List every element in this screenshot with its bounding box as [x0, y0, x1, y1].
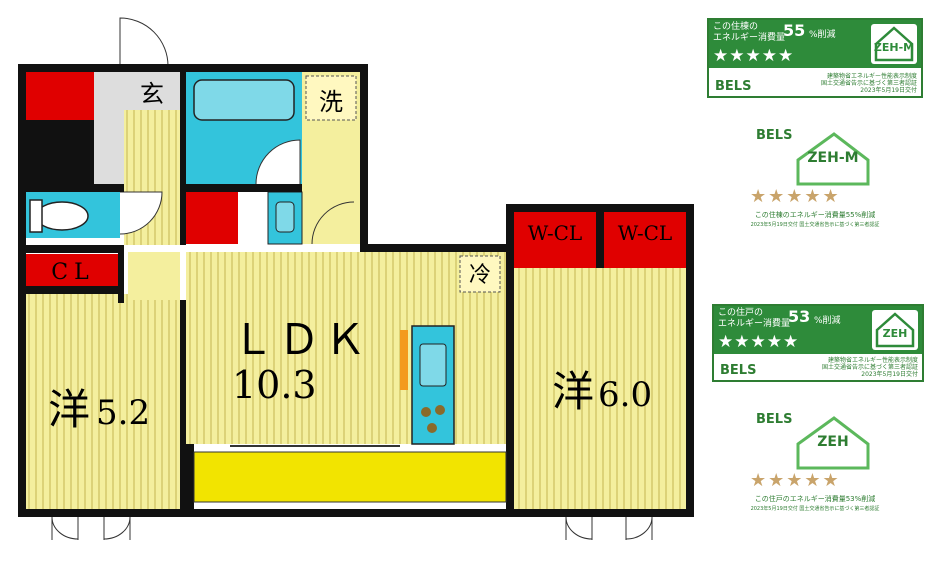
western-left-size: 5.2 [96, 393, 150, 433]
floor-plan: 玄 洗 CL 洋 5.2 冷 ＬＤＫ 10.3 [18, 17, 694, 540]
label-banner: この住棟の エネルギー消費量 55 %削減 ★★★★★ ZEH-M [709, 20, 921, 68]
reduction-percent: 55 [783, 21, 806, 40]
zeh-m-text: ZEH-M [873, 41, 915, 54]
balcony-wall [186, 444, 194, 509]
star-rating: ★★★★★ [750, 186, 841, 207]
balcony [193, 451, 507, 503]
fine-print-1: 建築物省エネルギー性能表示制度 [826, 73, 917, 80]
fridge-label: 冷 [469, 263, 491, 288]
entrance-floor [94, 72, 124, 184]
house-icon [796, 416, 870, 470]
kitchen-sink [419, 343, 447, 387]
stove-burner [427, 423, 437, 433]
toilet-door [119, 191, 163, 235]
logo-caption: この住棟のエネルギー消費量55%削減 [754, 211, 876, 219]
closet [26, 254, 120, 286]
label-line2: エネルギー消費量 [713, 33, 786, 43]
bels-brand: BELS [756, 128, 793, 143]
label-fine-print: 建築物省エネルギー性能表示制度 国土交通省告示に基づく第三者認証 2023年5月… [821, 73, 917, 94]
walk-in-closet-left [514, 212, 596, 268]
western-room-left [26, 294, 180, 509]
windows [51, 516, 653, 540]
washing-machine-space [305, 75, 357, 121]
house-icon [874, 26, 914, 62]
bels-zeh-m-label: この住棟の エネルギー消費量 55 %削減 ★★★★★ ZEH-M BELS 建… [707, 18, 923, 98]
stove-burner [435, 405, 445, 415]
fine-print-3: 2023年5月19日交付 [860, 87, 917, 94]
fine-print-1: 建築物省エネルギー性能表示制度 [827, 357, 918, 364]
storage-top-left [26, 72, 94, 120]
entrance-label: 玄 [140, 80, 164, 108]
western-right-name: 洋 [552, 367, 594, 416]
bels-zeh-label: この住戸の エネルギー消費量 53 %削減 ★★★★★ ZEH BELS 建築物… [712, 304, 924, 382]
sink-bowl [275, 201, 295, 233]
bels-zeh-logo: BELS ZEH ★★★★★ この住戸のエネルギー消費量53%削減 2023年5… [740, 410, 890, 534]
reduction-percent: 53 [788, 307, 811, 326]
storage-middle [186, 192, 238, 244]
star-rating: ★★★★★ [718, 332, 800, 352]
western-left-name: 洋 [48, 385, 90, 434]
fridge-space [459, 255, 501, 293]
logo-note: 2023年5月19日交付 国土交通省告示に基づく第三者認証 [750, 506, 880, 512]
walk-in-closet-right [604, 212, 686, 268]
toilet-tank [29, 199, 43, 233]
house-icon [796, 132, 870, 186]
toilet [35, 201, 89, 231]
fine-print-2: 国土交通省告示に基づく第三者認証 [821, 364, 918, 371]
bathroom-door [255, 139, 301, 185]
star-rating: ★★★★★ [750, 470, 841, 491]
label-line2: エネルギー消費量 [718, 319, 791, 329]
star-rating: ★★★★★ [713, 46, 795, 66]
label-banner: この住戸の エネルギー消費量 53 %削減 ★★★★★ ZEH [714, 306, 922, 354]
zeh-name: ZEH [817, 434, 849, 450]
bels-brand: BELS [756, 412, 793, 427]
reduction-unit: %削減 [809, 30, 836, 40]
entrance-door [119, 17, 169, 67]
zeh-m-name: ZEH-M [807, 150, 859, 166]
hall-corner [128, 252, 180, 300]
bels-zeh-m-logo: BELS ZEH-M ★★★★★ この住棟のエネルギー消費量55%削減 2023… [740, 126, 890, 246]
zeh-m-mark: ZEH-M [871, 24, 917, 64]
stove-burner [421, 407, 431, 417]
genkan-floor [124, 72, 180, 110]
label-fine-print: 建築物省エネルギー性能表示制度 国土交通省告示に基づく第三者認証 2023年5月… [822, 357, 918, 378]
wcl-right-label: W-CL [618, 221, 672, 245]
zeh-text: ZEH [882, 327, 908, 340]
kitchen-counter-edge [400, 330, 408, 390]
closet-label: CL [51, 260, 94, 285]
ldk-name: ＬＤＫ [232, 315, 370, 364]
interior-walls [18, 72, 604, 509]
wcl-left-label: W-CL [528, 221, 582, 245]
fine-print-2: 国土交通省告示に基づく第三者認証 [820, 80, 917, 87]
house-icon [875, 312, 915, 348]
bels-brand: BELS [720, 363, 757, 378]
bathtub [193, 79, 295, 121]
fine-print-3: 2023年5月19日交付 [861, 371, 918, 378]
bels-brand: BELS [715, 79, 752, 94]
zeh-mark: ZEH [872, 310, 918, 350]
reduction-unit: %削減 [814, 316, 841, 326]
western-right-size: 6.0 [598, 375, 652, 415]
label-line1: この住戸の [718, 308, 764, 318]
label-line1: この住棟の [713, 22, 759, 32]
wall-block [26, 120, 94, 184]
western-room-right [514, 268, 686, 509]
washroom-label: 洗 [319, 88, 343, 116]
logo-note: 2023年5月19日交付 国土交通省告示に基づく第三者認証 [750, 222, 880, 228]
logo-caption: この住戸のエネルギー消費量53%削減 [754, 495, 876, 503]
washroom-door [311, 201, 355, 245]
ldk-size: 10.3 [232, 363, 317, 407]
